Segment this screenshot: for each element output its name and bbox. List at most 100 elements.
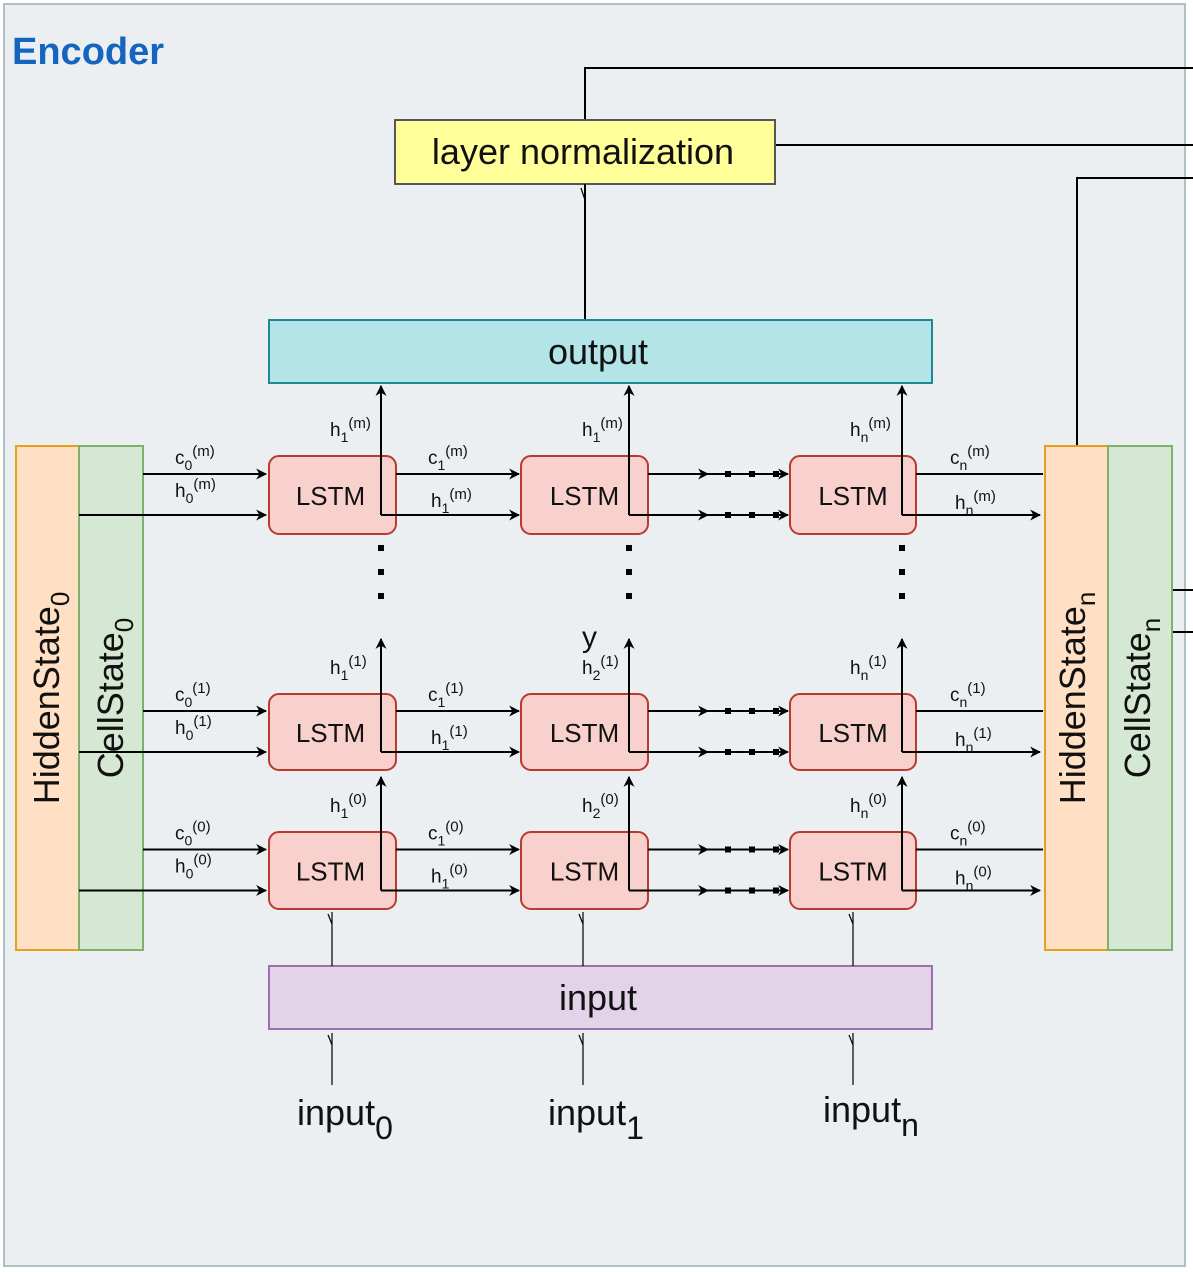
ellipsis-dot bbox=[749, 471, 755, 477]
state-label: h1(m) bbox=[330, 415, 371, 445]
hidden-state-n-label: HiddenStaten bbox=[1052, 592, 1101, 805]
state-label: h0(0) bbox=[175, 852, 212, 882]
lstm-cell bbox=[520, 455, 649, 535]
lstm-grid: c0(m)h0(m) LSTM LSTM LSTM c1(m) h1(m) cn(m) hn(… bbox=[79, 384, 1043, 966]
state-label: h1(0) bbox=[431, 862, 468, 892]
connector-line bbox=[584, 67, 1193, 120]
lstm-label: LSTM bbox=[550, 857, 619, 887]
state-label: h2(1) bbox=[582, 653, 619, 683]
state-label: c0(0) bbox=[175, 819, 211, 849]
lstm-cell bbox=[789, 455, 917, 535]
ellipsis-dot bbox=[626, 569, 632, 575]
state-label: hn(m) bbox=[850, 415, 891, 445]
ellipsis-dot bbox=[773, 708, 779, 714]
ellipsis-dot bbox=[378, 593, 384, 599]
input-0-label: input0 bbox=[297, 1092, 393, 1146]
state-label: h0(1) bbox=[175, 713, 212, 743]
cell-state-n-bar bbox=[1107, 445, 1173, 951]
ellipsis-dot bbox=[773, 471, 779, 477]
state-label: hn(1) bbox=[850, 653, 887, 683]
ellipsis-dot bbox=[378, 569, 384, 575]
ellipsis-dot bbox=[725, 749, 731, 755]
hidden-state-0-label: HiddenState0 bbox=[26, 592, 75, 805]
input-box bbox=[268, 965, 933, 1030]
thin-arrow-tick bbox=[578, 913, 584, 925]
thin-arrow-tick bbox=[848, 1034, 854, 1046]
ellipsis-dot bbox=[899, 545, 905, 551]
input-1-label: input1 bbox=[548, 1092, 644, 1146]
input-n-label: inputn bbox=[823, 1089, 919, 1143]
encoder-title: Encoder bbox=[12, 31, 164, 73]
lstm-label: LSTM bbox=[296, 718, 365, 748]
thin-arrow-tick bbox=[848, 913, 854, 925]
state-label: cn(0) bbox=[950, 819, 986, 849]
output-box bbox=[268, 319, 933, 384]
lstm-cell bbox=[268, 693, 397, 771]
state-label: c1(0) bbox=[428, 819, 464, 849]
thin-arrow-tick bbox=[578, 1034, 584, 1046]
state-label: c1(m) bbox=[428, 443, 468, 473]
ellipsis-dot bbox=[899, 569, 905, 575]
ellipsis-dot bbox=[749, 708, 755, 714]
thin-arrow-tick bbox=[327, 1034, 333, 1046]
ellipsis-dot bbox=[749, 846, 755, 853]
state-label: c0(1) bbox=[175, 680, 211, 710]
ellipsis-dot bbox=[749, 749, 755, 755]
lstm-label: LSTM bbox=[818, 857, 887, 887]
ellipsis-dot bbox=[725, 512, 731, 518]
input-label: input bbox=[559, 977, 637, 1018]
lstm-label: LSTM bbox=[296, 481, 365, 511]
lstm-label: LSTM bbox=[818, 481, 887, 511]
state-label: h1(1) bbox=[330, 653, 367, 683]
state-label: hn(m) bbox=[955, 488, 996, 518]
ellipsis-dot bbox=[626, 593, 632, 599]
ellipsis-dot bbox=[899, 593, 905, 599]
state-label: c1(1) bbox=[428, 680, 464, 710]
state-label: h2(0) bbox=[582, 791, 619, 821]
lstm-label: LSTM bbox=[296, 857, 365, 887]
lstm-cell bbox=[789, 831, 917, 910]
state-label: h1(m) bbox=[582, 415, 623, 445]
state-label: h1(1) bbox=[431, 723, 468, 753]
state-label: h1(0) bbox=[330, 791, 367, 821]
connector-line bbox=[1076, 177, 1193, 445]
cell-state-0-label: CellState0 bbox=[90, 618, 139, 779]
state-label: h0(m) bbox=[175, 476, 216, 506]
ellipsis-dot bbox=[725, 887, 731, 894]
cell-state-0-bar bbox=[78, 445, 144, 951]
lstm-cell bbox=[789, 693, 917, 771]
state-label: cn(1) bbox=[950, 680, 986, 710]
lstm-cell bbox=[268, 831, 397, 910]
lstm-cell bbox=[520, 831, 649, 910]
state-label: cn(m) bbox=[950, 443, 990, 473]
ellipsis-dot bbox=[626, 545, 632, 551]
cell-state-n-label: CellStaten bbox=[1117, 618, 1166, 779]
ellipsis-dot bbox=[378, 545, 384, 551]
state-label: hn(0) bbox=[850, 791, 887, 821]
lstm-cell bbox=[520, 693, 649, 771]
output-label: output bbox=[548, 331, 648, 372]
ellipsis-dot bbox=[749, 887, 755, 894]
state-label: hn(1) bbox=[955, 725, 992, 755]
ellipsis-dot bbox=[725, 708, 731, 714]
y-label: y bbox=[582, 621, 597, 654]
state-label: c0(m) bbox=[175, 443, 215, 473]
lstm-label: LSTM bbox=[818, 718, 887, 748]
layer-normalization-label: layer normalization bbox=[432, 131, 734, 172]
lstm-cell bbox=[268, 455, 397, 535]
ellipsis-dot bbox=[773, 846, 779, 853]
ellipsis-dot bbox=[773, 887, 779, 894]
ellipsis-dot bbox=[749, 512, 755, 518]
ellipsis-dot bbox=[725, 471, 731, 477]
ellipsis-dot bbox=[773, 512, 779, 518]
thin-arrow-tick bbox=[327, 913, 333, 925]
ellipsis-dot bbox=[773, 749, 779, 755]
lstm-label: LSTM bbox=[550, 718, 619, 748]
state-label: h1(m) bbox=[431, 486, 472, 516]
lstm-label: LSTM bbox=[550, 481, 619, 511]
thin-arrow-tick bbox=[580, 187, 586, 201]
state-label: hn(0) bbox=[955, 864, 992, 894]
encoder-frame bbox=[3, 3, 1186, 1267]
hidden-state-0-bar bbox=[15, 445, 80, 951]
